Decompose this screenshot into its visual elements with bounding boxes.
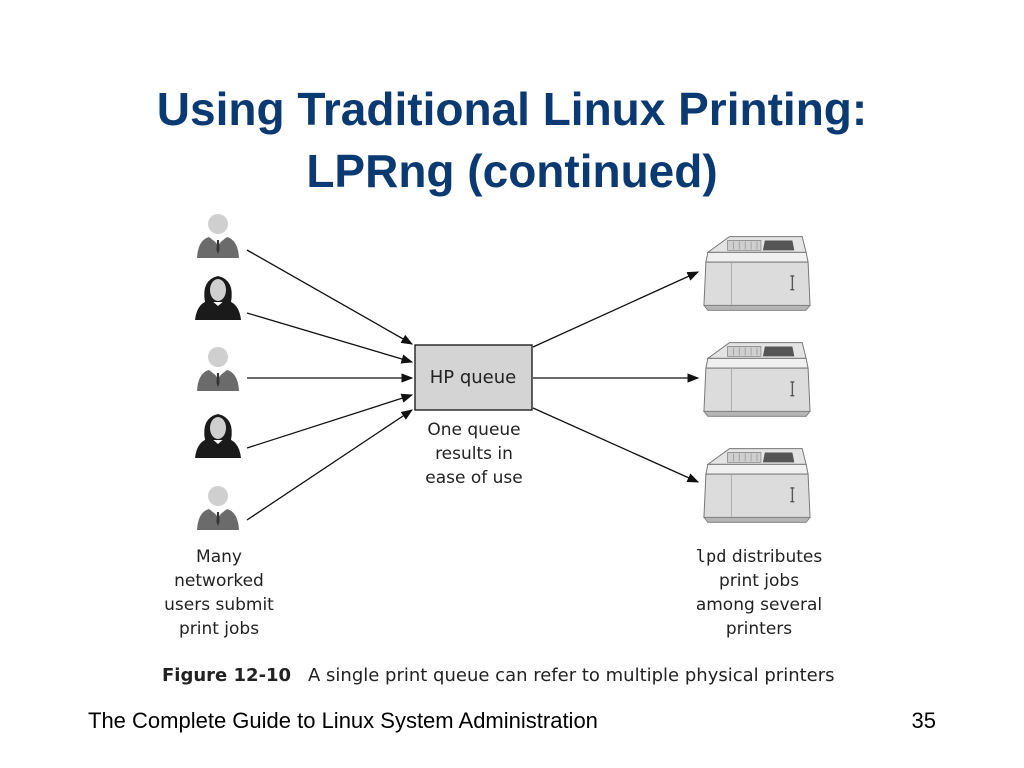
footer-title: The Complete Guide to Linux System Admin…: [88, 708, 598, 733]
male-user-icon: [197, 486, 239, 530]
users-column: [195, 214, 241, 530]
queue-label: HP queue: [430, 367, 517, 388]
slide-title: Using Traditional Linux Printing: LPRng …: [60, 78, 964, 202]
figure-caption: Figure 12-10 A single print queue can re…: [162, 665, 835, 686]
female-user-icon: [195, 276, 241, 320]
arrow-printer-3: [532, 407, 700, 483]
printers-caption-rest: distributes: [727, 547, 823, 567]
users-caption-line: networked: [174, 571, 264, 591]
arrow-printer-1: [532, 271, 700, 348]
arrow-user-2: [246, 312, 414, 364]
figure-label: Figure 12-10: [162, 665, 291, 686]
users-caption: Many networked users submit print jobs: [164, 547, 274, 639]
printers-column: [703, 235, 811, 524]
page-number: 35: [911, 708, 936, 733]
arrow-user-1: [246, 249, 414, 345]
queue-caption: One queue results in ease of use: [425, 420, 522, 488]
printers-caption: lpd distributes print jobs among several…: [696, 547, 823, 639]
printers-caption-line: printers: [726, 619, 792, 639]
queue-caption-line: results in: [435, 444, 513, 464]
male-user-icon: [197, 347, 239, 391]
printers-caption-line: among several: [696, 595, 822, 615]
user-arrows: [246, 249, 414, 521]
male-user-icon: [197, 214, 239, 258]
queue-caption-line: One queue: [427, 420, 520, 440]
arrow-user-4: [246, 393, 414, 449]
arrow-user-5: [246, 409, 413, 521]
users-caption-line: print jobs: [179, 619, 259, 639]
printer-arrows: [532, 271, 700, 483]
printer-icon: [703, 341, 811, 418]
title-line-1: Using Traditional Linux Printing:: [156, 83, 868, 135]
title-line-2: LPRng (continued): [306, 145, 718, 197]
queue-caption-line: ease of use: [425, 468, 522, 488]
printers-caption-line: print jobs: [719, 571, 799, 591]
female-user-icon: [195, 414, 241, 458]
users-caption-line: users submit: [164, 595, 274, 615]
users-caption-line: Many: [196, 547, 242, 567]
printer-icon: [703, 235, 811, 312]
printers-caption-line: lpd distributes: [696, 547, 823, 567]
hp-queue-box: HP queue: [414, 344, 533, 411]
printer-icon: [703, 447, 811, 524]
lpd-code: lpd: [696, 547, 727, 567]
figure-text: A single print queue can refer to multip…: [308, 665, 835, 686]
